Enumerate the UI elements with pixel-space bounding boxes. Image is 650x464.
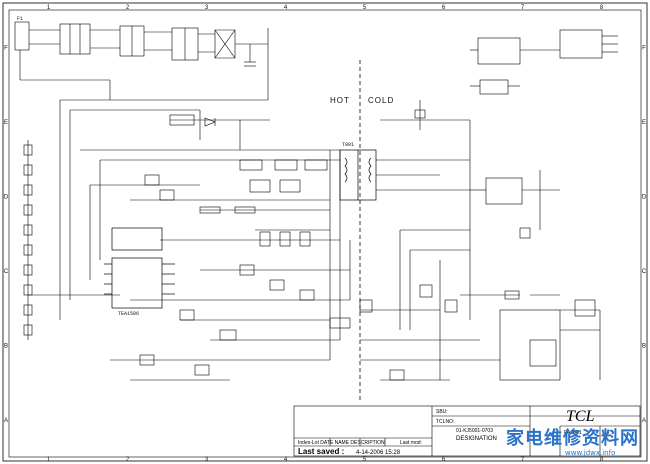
zone-column-label: 6 [442, 5, 446, 11]
zone-row-label: A [642, 418, 646, 424]
zone-columns-top: 1 2 3 4 5 6 7 8 [47, 5, 604, 11]
zone-row-label: E [4, 120, 8, 126]
tb-last-mode-label: Last mod: [400, 440, 422, 446]
tb-last-saved-value: 4-14-2006 15:28 [356, 450, 401, 456]
power-ic-label: TEA1506 [118, 311, 139, 317]
tb-designation-label: DESIGNATION [456, 436, 497, 442]
cold-label: COLD [368, 96, 394, 105]
top-right-circuits [470, 29, 618, 95]
zone-row-label: F [4, 45, 8, 51]
main-transformer [339, 149, 377, 201]
zone-row-label: E [642, 120, 646, 126]
zone-column-label: 7 [521, 5, 525, 11]
tb-doc-number: 01-KJ5001-0703 [456, 428, 493, 434]
zone-columns-bottom: 1 2 3 4 5 6 7 8 [47, 457, 604, 463]
tb-last-saved-label: Last saved : [298, 447, 344, 456]
tb-sbu-label: SBU: [436, 409, 448, 415]
hot-label: HOT [330, 96, 350, 105]
tb-date-desc-row: Index-Lot DATE NAME DESCRIPTION [298, 440, 385, 446]
tb-tclno-label: TCLNO: [436, 419, 454, 425]
zone-column-label: 1 [47, 5, 51, 11]
zone-row-label: D [642, 194, 647, 200]
left-connector [23, 140, 120, 340]
zone-column-label: 2 [126, 5, 130, 11]
zone-column-label: 3 [205, 457, 209, 463]
watermark-text: 家电维修资料网 [506, 427, 639, 449]
zone-row-label: A [4, 418, 8, 424]
zone-column-label: 8 [600, 5, 604, 11]
fuse-label: F1 [17, 16, 23, 22]
zone-column-label: 8 [600, 457, 604, 463]
tb-page-label: PAGE 1 [564, 430, 582, 436]
zone-column-label: 1 [47, 457, 51, 463]
hot-side-wiring [59, 100, 351, 381]
zone-column-label: 6 [442, 457, 446, 463]
inner-frame [8, 9, 642, 458]
zone-row-label: C [642, 269, 647, 275]
zone-row-label: B [4, 343, 8, 349]
tb-brand: TCL [566, 408, 595, 425]
transformer-label: T801 [342, 142, 354, 148]
zone-row-label: D [4, 194, 9, 200]
control-ic [104, 227, 175, 309]
zone-rows-right: F E D C B A [642, 45, 647, 424]
zone-column-label: 5 [363, 5, 367, 11]
zone-rows-left: F E D C B A [4, 45, 9, 424]
zone-column-label: 7 [521, 457, 525, 463]
zone-column-label: 4 [284, 5, 288, 11]
watermark-url: www.jdwx.info [565, 449, 615, 457]
zone-column-label: 3 [205, 5, 209, 11]
input-filter-section [14, 21, 269, 101]
tb-sheet-value: 1 / 1 [604, 430, 614, 436]
cold-side-wiring [329, 100, 601, 381]
zone-column-label: 5 [363, 457, 367, 463]
title-block [293, 405, 641, 457]
zone-column-label: 2 [126, 457, 130, 463]
zone-row-label: C [4, 269, 9, 275]
zone-column-label: 4 [284, 457, 288, 463]
zone-row-label: F [642, 45, 646, 51]
zone-row-label: B [642, 343, 646, 349]
